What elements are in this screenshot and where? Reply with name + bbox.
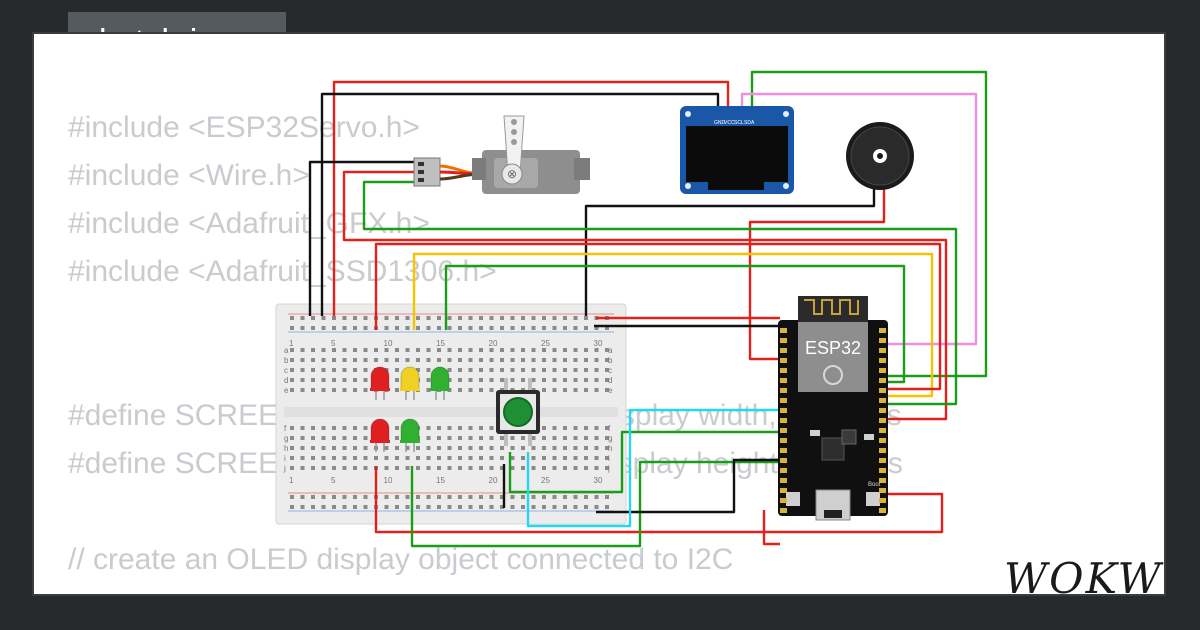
breadboard-col-number: 1 (289, 339, 294, 348)
breadboard-row-letter: g (284, 434, 288, 443)
breadboard-row-letter: h (608, 444, 612, 453)
breadboard-col-number: 10 (384, 339, 393, 348)
breadboard-row-letter: e (284, 386, 289, 395)
wokwi-logo: WOKWi (1004, 554, 1164, 594)
wire-red-esp-bottom (762, 510, 780, 546)
breadboard-row-letter: d (284, 376, 288, 385)
breadboard-row-letter: f (608, 424, 611, 433)
breadboard-col-number: 25 (541, 476, 550, 485)
wire-red-bottom (374, 466, 944, 534)
push-button (496, 378, 540, 446)
svg-text:ESP32: ESP32 (805, 338, 861, 358)
code-line: #include <Wire.h> (68, 159, 310, 192)
breadboard-row-letter: a (608, 346, 613, 355)
breadboard-col-number: 30 (594, 339, 603, 348)
breadboard-col-number: 5 (331, 339, 336, 348)
wire-black-servo (308, 160, 414, 316)
breadboard-row-letter: g (608, 434, 612, 443)
code-line: #include <ESP32Servo.h> (68, 111, 420, 144)
led (370, 366, 390, 400)
breadboard-row-letter: h (284, 444, 288, 453)
svg-text:Boot: Boot (868, 482, 881, 488)
led (400, 366, 420, 400)
breadboard-col-number: 1 (289, 476, 294, 485)
breadboard-col-number: 20 (489, 339, 498, 348)
wire-red-led (374, 242, 942, 391)
code-line: Adafruit_SSD1306 oled(SCREEN_WIDTH, SCRE… (68, 584, 1060, 594)
wires (308, 70, 988, 548)
breadboard-row-letter: b (608, 356, 613, 365)
oled-pin-label: GND (714, 120, 726, 126)
wire-black-gnd (320, 92, 720, 316)
servo-motor: ⊗ (413, 115, 590, 194)
wire-green-bottom2 (508, 430, 780, 494)
buzzer (846, 122, 914, 190)
breadboard-col-number: 15 (436, 339, 445, 348)
breadboard-row-letter: e (608, 386, 613, 395)
wire-green-bottom (410, 460, 780, 548)
wire-green-led (444, 264, 906, 384)
breadboard-col-number: 10 (384, 476, 393, 485)
wire-black-bottom (596, 458, 780, 514)
led (400, 418, 420, 452)
led (370, 418, 390, 452)
oled-pin-label: SDA (744, 120, 755, 126)
breadboard-row-letter: c (284, 366, 288, 375)
wire-yellow-led (412, 252, 934, 398)
breadboard-row-letter: b (284, 356, 289, 365)
breadboard-row-letter: c (608, 366, 612, 375)
breadboard-row-letter: j (607, 464, 610, 473)
wire-red-servo (342, 170, 948, 421)
preview-card: #include <ESP32Servo.h> #include <Wire.h>… (34, 34, 1164, 594)
wire-red-buzzer (748, 184, 886, 361)
breadboard-row-letter: d (608, 376, 612, 385)
wire-green-sda (750, 70, 988, 378)
breadboard-col-number: 25 (541, 339, 550, 348)
breadboard-row-letter: a (284, 346, 289, 355)
esp32-board: ESP32 Boot (778, 296, 888, 521)
svg-text:⊗: ⊗ (507, 167, 517, 181)
wire-green-servo (362, 180, 958, 406)
leds (370, 366, 450, 452)
breadboard-col-number: 5 (331, 476, 336, 485)
breadboard-row-letter: f (284, 424, 287, 433)
breadboard-col-number: 30 (594, 476, 603, 485)
wire-red-vcc (332, 80, 730, 316)
breadboard-row-letter: i (608, 454, 610, 463)
led (430, 366, 450, 400)
breadboard-col-number: 20 (489, 476, 498, 485)
code-line: // create an OLED display object connect… (68, 543, 734, 576)
oled-pin-label: SCL (734, 120, 744, 126)
breadboard-row-letter: j (283, 464, 286, 473)
oled-pin-label: VCC (724, 120, 735, 126)
wire-black-buzzer (584, 186, 876, 316)
breadboard-col-number: 15 (436, 476, 445, 485)
breadboard-row-letter: i (284, 454, 286, 463)
wire-cyan-button (526, 408, 780, 528)
